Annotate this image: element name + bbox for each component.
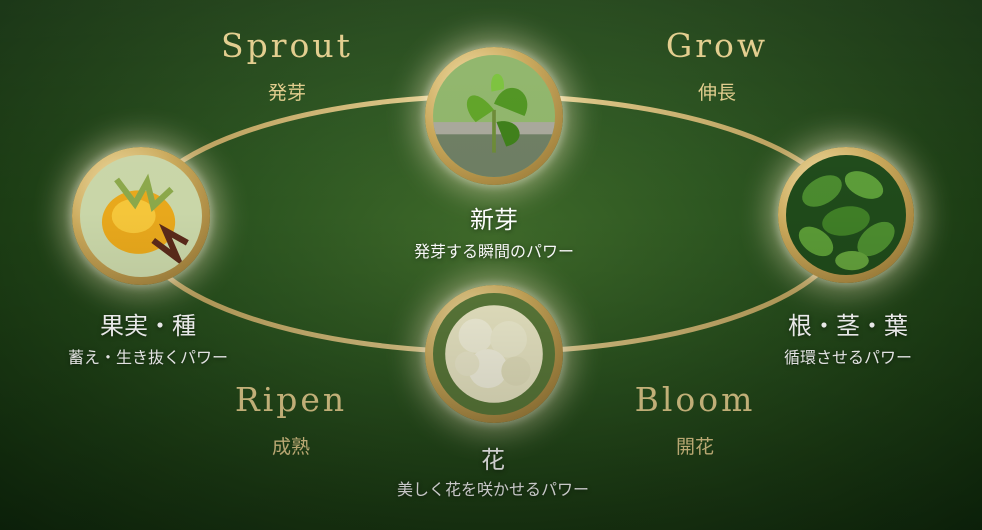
phase-title-seed: 果実・種 [100, 312, 196, 340]
stage-en-bloom: Bloom [634, 380, 756, 419]
phase-subtitle-leaf: 循環させるパワー [783, 348, 913, 367]
stage-en-grow: Grow [665, 26, 769, 65]
phase-subtitle-sprout: 発芽する瞬間のパワー [413, 242, 575, 261]
mint-leaves-photo [786, 155, 906, 275]
stage-ja-grow: 伸長 [697, 82, 737, 104]
phase-subtitle-seed: 蓄え・生き抜くパワー [67, 348, 229, 367]
ginkgo-sprout-photo [433, 55, 555, 177]
stage-ja-sprout: 発芽 [267, 82, 307, 104]
phase-subtitle-flower: 美しく花を咲かせるパワー [396, 480, 590, 499]
leaf-node [778, 147, 914, 283]
sprout-node [425, 47, 563, 185]
stage-ja-ripen: 成熟 [271, 436, 311, 458]
phase-title-sprout: 新芽 [470, 206, 518, 234]
flower-node [425, 285, 563, 423]
spiky-fruit-photo [80, 155, 202, 277]
stage-en-ripen: Ripen [234, 380, 348, 419]
phase-title-leaf: 根・茎・葉 [788, 312, 908, 340]
phase-title-flower: 花 [481, 446, 505, 474]
stage-ja-bloom: 開花 [675, 436, 715, 458]
white-flower-cluster-photo [433, 293, 555, 415]
fruit-node [72, 147, 210, 285]
stage-en-sprout: Sprout [221, 26, 353, 65]
